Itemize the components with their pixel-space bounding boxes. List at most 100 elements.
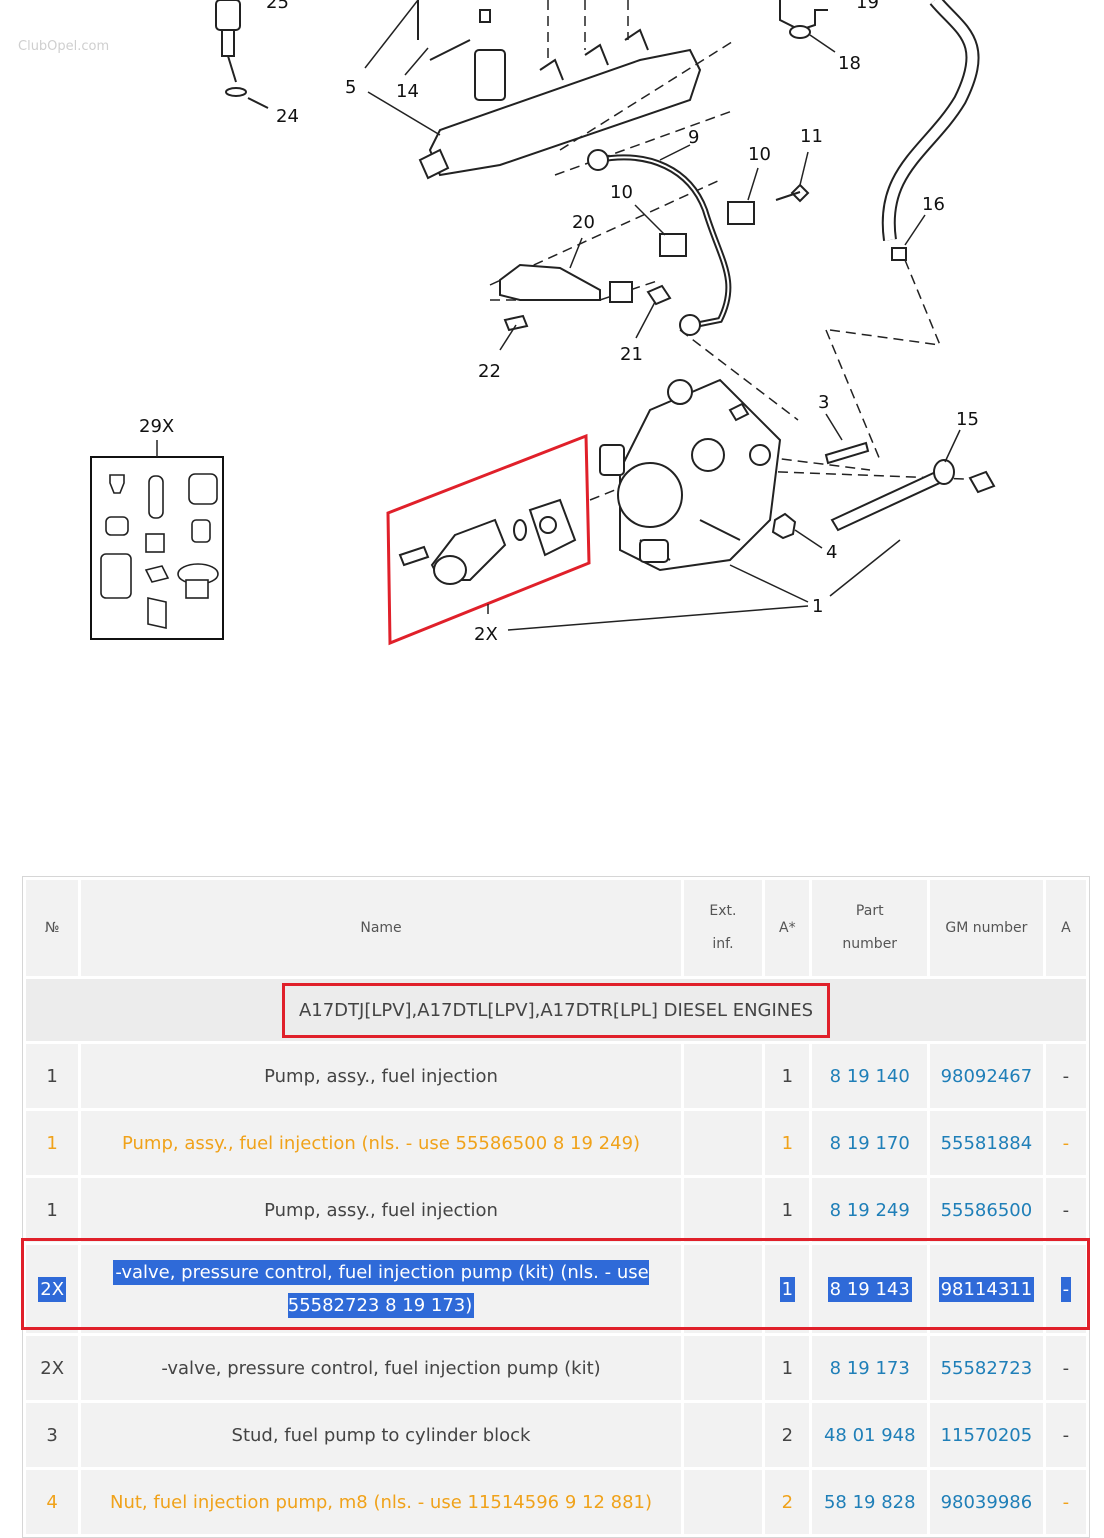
callout-24[interactable]: 24 (276, 106, 299, 127)
callout-1[interactable]: 1 (812, 596, 823, 617)
table-row-selected[interactable]: 2X -valve, pressure control, fuel inject… (26, 1245, 1086, 1333)
cell-a: - (1060, 1276, 1072, 1302)
cell-name: Pump, assy., fuel injection (nls. - use … (81, 1111, 681, 1175)
cell-no: 4 (26, 1470, 79, 1534)
kit-29x-items (100, 473, 219, 629)
callout-2x[interactable]: 2X (474, 624, 498, 645)
parts-table: № Name Ext. inf. A* Part number GM numbe… (23, 877, 1089, 1537)
callout-22[interactable]: 22 (478, 361, 501, 382)
cell-ext-inf (683, 1336, 763, 1400)
cell-ext-inf (683, 1470, 763, 1534)
column-header-no[interactable]: № (26, 880, 79, 976)
cell-no: 1 (26, 1178, 79, 1242)
cell-qty: 1 (779, 1276, 796, 1302)
callout-5[interactable]: 5 (345, 77, 356, 98)
group-title: A17DTJ[LPV],A17DTL[LPV],A17DTR[LPL] DIES… (281, 982, 831, 1038)
cell-qty: 2 (765, 1470, 810, 1534)
cell-name: -valve, pressure control, fuel injection… (81, 1336, 681, 1400)
cell-no: 1 (26, 1111, 79, 1175)
column-header-a-star[interactable]: A* (765, 880, 810, 976)
cell-a: - (1045, 1044, 1086, 1108)
cell-qty: 1 (765, 1044, 810, 1108)
cell-qty: 1 (765, 1336, 810, 1400)
column-header-a[interactable]: A (1045, 880, 1086, 976)
gm-number-link[interactable]: 98039986 (930, 1470, 1043, 1534)
pump-drawing (599, 378, 782, 572)
part-number-link[interactable]: 8 19 140 (812, 1044, 928, 1108)
callout-3[interactable]: 3 (818, 392, 829, 413)
injector-drawing (215, 0, 269, 109)
table-row[interactable]: 2X -valve, pressure control, fuel inject… (26, 1336, 1086, 1400)
gm-number-link[interactable]: 98092467 (930, 1044, 1043, 1108)
cell-ext-inf (683, 1044, 763, 1108)
callout-9[interactable]: 9 (688, 127, 699, 148)
callout-25[interactable]: 25 (266, 0, 289, 13)
cell-ext-inf (683, 1111, 763, 1175)
table-header-row: № Name Ext. inf. A* Part number GM numbe… (26, 880, 1086, 976)
part-number-link[interactable]: 48 01 948 (812, 1403, 928, 1467)
gm-number-link[interactable]: 55581884 (930, 1111, 1043, 1175)
cell-no: 3 (26, 1403, 79, 1467)
table-row[interactable]: 1 Pump, assy., fuel injection 1 8 19 140… (26, 1044, 1086, 1108)
callout-14[interactable]: 14 (396, 81, 419, 102)
cell-ext-inf (683, 1178, 763, 1242)
fuel-rail-drawing (417, 0, 702, 180)
cell-ext-inf (683, 1245, 763, 1333)
parts-table-container: № Name Ext. inf. A* Part number GM numbe… (22, 876, 1090, 1538)
gm-number-link[interactable]: 11570205 (930, 1403, 1043, 1467)
cell-a: - (1045, 1336, 1086, 1400)
callout-10-lower[interactable]: 10 (610, 182, 633, 203)
gm-number-link[interactable]: 98114311 (938, 1276, 1035, 1302)
table-row[interactable]: 1 Pump, assy., fuel injection 1 8 19 249… (26, 1178, 1086, 1242)
callout-29x[interactable]: 29X (139, 416, 174, 437)
cell-a: - (1045, 1403, 1086, 1467)
cell-a: - (1045, 1470, 1086, 1534)
gm-number-link[interactable]: 55586500 (930, 1178, 1043, 1242)
table-row[interactable]: 3 Stud, fuel pump to cylinder block 2 48… (26, 1403, 1086, 1467)
stud-pipe-drawing (771, 441, 996, 540)
cell-name: Nut, fuel injection pump, m8 (nls. - use… (81, 1470, 681, 1534)
callout-4[interactable]: 4 (826, 542, 837, 563)
table-row[interactable]: 4 Nut, fuel injection pump, m8 (nls. - u… (26, 1470, 1086, 1534)
callout-15[interactable]: 15 (956, 409, 979, 430)
callout-10-upper[interactable]: 10 (748, 144, 771, 165)
cell-no: 1 (26, 1044, 79, 1108)
callout-20[interactable]: 20 (572, 212, 595, 233)
callout-21[interactable]: 21 (620, 344, 643, 365)
callout-18[interactable]: 18 (838, 53, 861, 74)
watermark: ClubOpel.com (18, 39, 109, 54)
pressure-valve-drawing (398, 498, 577, 585)
parts-diagram: ClubOpel.com 25 24 5 14 (0, 0, 1104, 700)
column-header-gm-number[interactable]: GM number (930, 880, 1043, 976)
cell-a: - (1045, 1178, 1086, 1242)
callout-19[interactable]: 19 (856, 0, 879, 13)
bracket-20-drawing (499, 263, 672, 332)
column-header-name[interactable]: Name (81, 880, 681, 976)
cell-qty: 1 (765, 1111, 810, 1175)
part-number-link[interactable]: 58 19 828 (812, 1470, 928, 1534)
dashed-leaders (489, 0, 991, 501)
cell-name: Pump, assy., fuel injection (81, 1044, 681, 1108)
cell-qty: 1 (765, 1178, 810, 1242)
cell-name: Stud, fuel pump to cylinder block (81, 1403, 681, 1467)
cell-a: - (1045, 1111, 1086, 1175)
callout-16[interactable]: 16 (922, 194, 945, 215)
cell-no: 2X (26, 1336, 79, 1400)
cell-name: -valve, pressure control, fuel injection… (113, 1260, 649, 1318)
valve-highlight-outline (386, 433, 591, 646)
table-row[interactable]: 1 Pump, assy., fuel injection (nls. - us… (26, 1111, 1086, 1175)
cell-qty: 2 (765, 1403, 810, 1467)
column-header-ext-inf[interactable]: Ext. inf. (683, 880, 763, 976)
cell-no: 2X (38, 1276, 67, 1302)
part-number-link[interactable]: 8 19 173 (812, 1336, 928, 1400)
group-row: A17DTJ[LPV],A17DTL[LPV],A17DTR[LPL] DIES… (26, 979, 1086, 1041)
gm-number-link[interactable]: 55582723 (930, 1336, 1043, 1400)
cell-name: Pump, assy., fuel injection (81, 1178, 681, 1242)
part-number-link[interactable]: 8 19 170 (812, 1111, 928, 1175)
cell-ext-inf (683, 1403, 763, 1467)
bracket-18-drawing (779, 0, 828, 39)
column-header-part-number[interactable]: Part number (812, 880, 928, 976)
part-number-link[interactable]: 8 19 143 (827, 1276, 912, 1302)
callout-11[interactable]: 11 (800, 126, 823, 147)
part-number-link[interactable]: 8 19 249 (812, 1178, 928, 1242)
